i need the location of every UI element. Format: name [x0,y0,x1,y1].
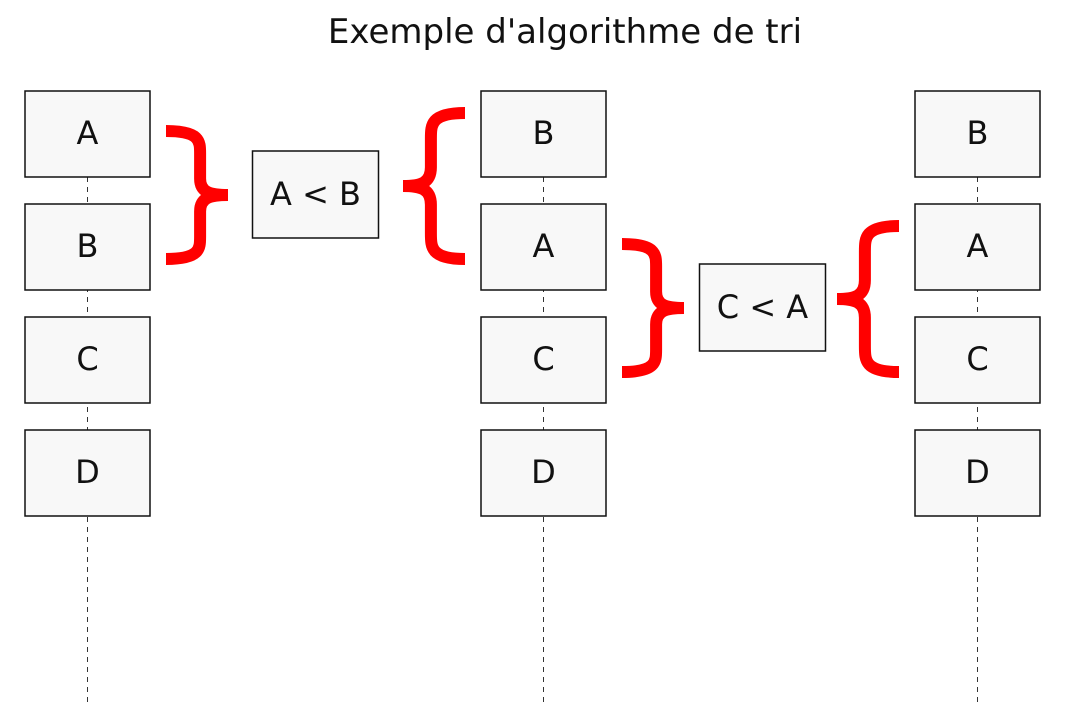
item-box-rect [480,316,607,404]
item-box: C [914,316,1041,404]
comparison-label: A < B [270,175,361,213]
comparison-box: C < A [698,263,827,352]
item-box-rect [24,203,151,291]
item-box-label: D [965,453,990,491]
item-box-rect [480,90,607,178]
item-box-label: D [75,453,100,491]
closing-brace [621,238,685,378]
item-box-label: B [967,114,989,152]
closing-brace [165,125,229,265]
item-box-label: D [531,453,556,491]
item-box-rect [24,316,151,404]
item-box: B [480,90,607,178]
item-box-rect [24,429,151,517]
item-box-label: B [77,227,99,265]
item-box: B [914,90,1041,178]
item-box-label: C [532,340,554,378]
item-box: C [480,316,607,404]
item-box-rect [914,90,1041,178]
item-box-label: C [76,340,98,378]
diagram-title: Exemple d'algorithme de tri [327,12,803,52]
comparison-box: A < B [251,150,380,239]
item-box: A [914,203,1041,291]
comparison-boxes: A < B C < A [251,150,827,352]
item-box-rect [914,203,1041,291]
item-box-rect [914,316,1041,404]
item-boxes: A B C D B A C D B A C D [24,90,1041,517]
item-box-label: C [966,340,988,378]
item-box-label: A [77,114,99,152]
opening-brace [836,220,900,378]
item-box: D [24,429,151,517]
comparison-label: C < A [717,288,809,326]
item-box: D [480,429,607,517]
item-box: C [24,316,151,404]
item-box-label: A [967,227,989,265]
item-box-rect [480,203,607,291]
comparison-box-rect [698,263,827,352]
item-box-label: B [533,114,555,152]
item-box-rect [480,429,607,517]
comparison-box-rect [251,150,380,239]
item-box-rect [914,429,1041,517]
braces [165,107,900,378]
item-box: D [914,429,1041,517]
opening-brace [402,107,466,265]
item-box: A [24,90,151,178]
item-box-label: A [533,227,555,265]
item-box: A [480,203,607,291]
item-box-rect [24,90,151,178]
item-box: B [24,203,151,291]
